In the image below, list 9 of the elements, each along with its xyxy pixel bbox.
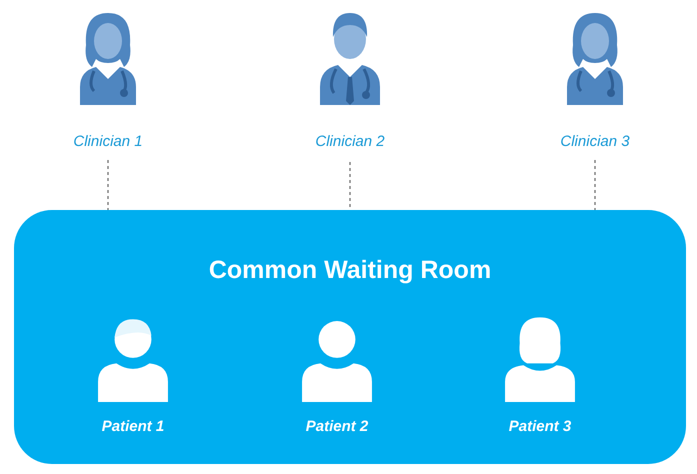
waiting-room-panel	[14, 210, 686, 464]
clinician-label: Clinician 1	[72, 133, 144, 150]
clinician-label: Clinician 3	[559, 133, 631, 150]
patient-label: Patient 2	[304, 418, 370, 435]
patient-label: Patient 1	[100, 418, 166, 435]
patient-label: Patient 3	[508, 418, 572, 435]
dashed-connector	[594, 160, 596, 210]
room-title: Common Waiting Room	[208, 256, 492, 285]
clinician-label: Clinician 2	[314, 133, 386, 150]
